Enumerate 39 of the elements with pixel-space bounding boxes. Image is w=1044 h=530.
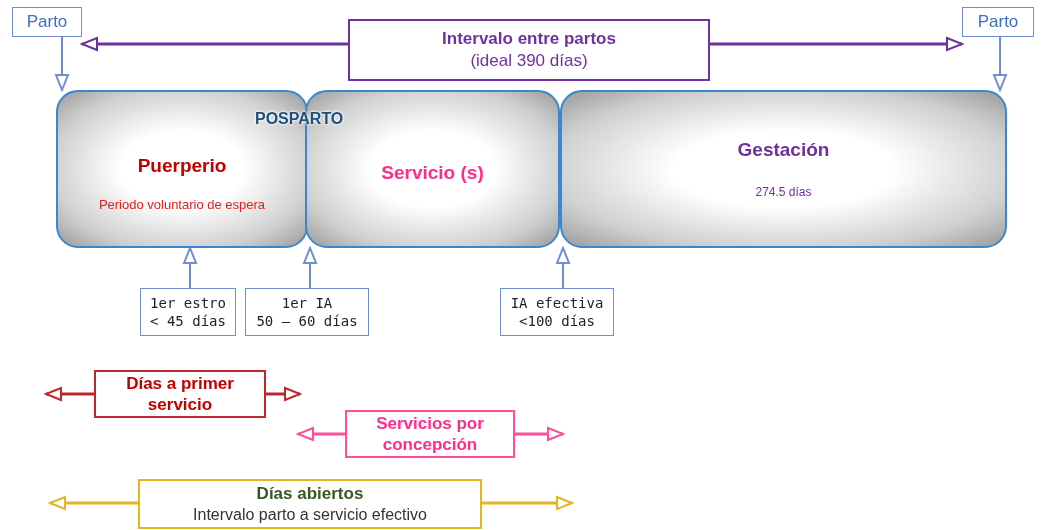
node-title: Días a primer servicio	[125, 372, 235, 416]
milestone-box	[500, 288, 614, 336]
node-title: Parto	[26, 10, 68, 33]
interval-box	[348, 19, 710, 81]
node-title: 1er estro < 45 días	[150, 293, 226, 331]
node-title: Servicios por concepción	[375, 412, 485, 456]
node-title: Puerperio	[137, 154, 227, 179]
arrow	[183, 247, 197, 289]
node-title: 1er IA 50 – 60 días	[256, 293, 358, 331]
indicator-box	[138, 479, 482, 529]
event-box	[12, 7, 82, 37]
arrow	[266, 387, 301, 401]
node-text: Periodo voluntario de espera	[98, 196, 266, 214]
arrow	[303, 247, 317, 289]
phase-panel	[560, 90, 1007, 248]
arrow	[49, 496, 138, 510]
arrow	[710, 37, 963, 51]
node-title: Intervalo entre partos	[442, 27, 616, 50]
indicator-box	[94, 370, 266, 418]
milestone-box	[245, 288, 369, 336]
arrow	[556, 247, 570, 289]
arrow	[515, 427, 564, 441]
milestone-box	[140, 288, 236, 336]
event-box	[962, 7, 1034, 37]
indicator-box	[345, 410, 515, 458]
node-text: 274.5 días	[755, 184, 812, 201]
node-title: Gestación	[737, 137, 830, 162]
arrow	[993, 36, 1007, 91]
arrow	[81, 37, 348, 51]
arrow	[297, 427, 345, 441]
arrow	[45, 387, 94, 401]
node-text: Intervalo parto a servicio efectivo	[193, 504, 427, 525]
node-title: Días abiertos	[256, 482, 364, 505]
node-title: IA efectiva <100 días	[510, 293, 604, 331]
node-title: Parto	[977, 10, 1019, 33]
node-title: Servicio (s)	[381, 160, 484, 185]
arrow	[482, 496, 573, 510]
arrow	[55, 36, 69, 91]
node-text: (ideal 390 días)	[470, 50, 588, 72]
